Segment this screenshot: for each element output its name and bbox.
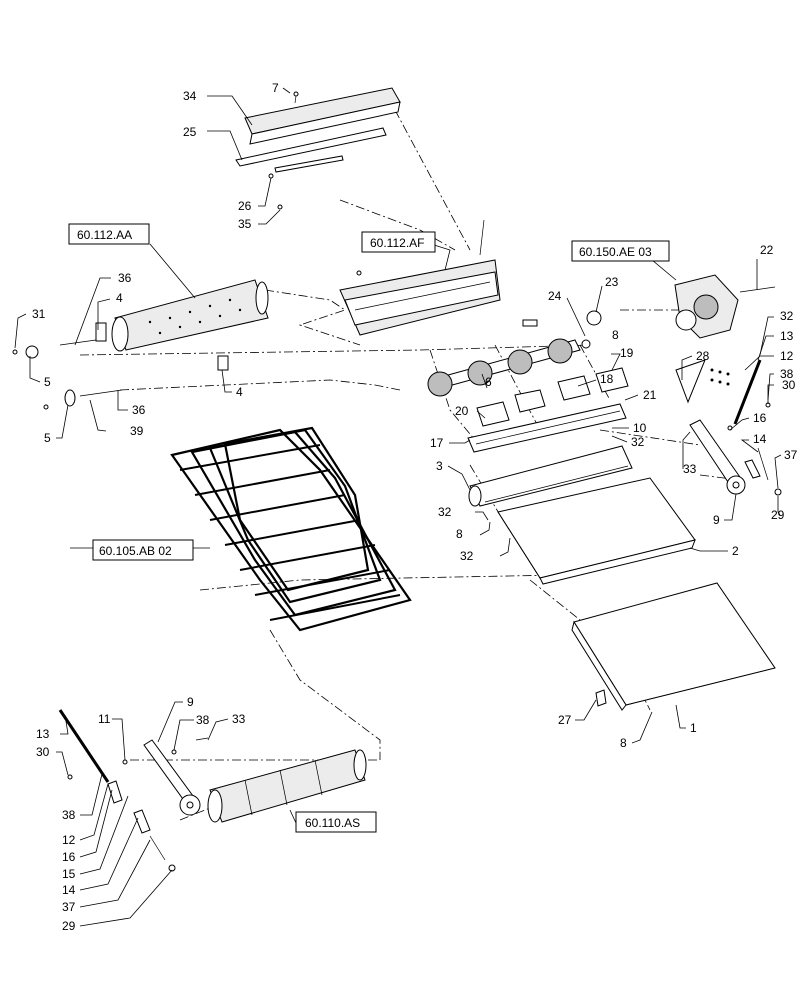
- top-guard-assembly: [235, 87, 401, 210]
- callout-27: 27: [558, 713, 572, 727]
- reference-60-150-ae-03[interactable]: 60.150.AE 03: [571, 240, 670, 262]
- callout-15: 15: [62, 867, 76, 881]
- callout-25: 25: [183, 125, 197, 139]
- callout-21: 21: [643, 388, 657, 402]
- callout-2: 2: [732, 544, 739, 558]
- callout-9: 9: [713, 513, 720, 527]
- callout-29: 29: [771, 508, 785, 522]
- callout-14: 14: [62, 883, 76, 897]
- callout-12: 12: [780, 349, 794, 363]
- callout-9: 9: [187, 695, 194, 709]
- callout-23: 23: [605, 275, 619, 289]
- reference-label: 60.112.AF: [370, 236, 424, 250]
- callout-11: 11: [98, 712, 111, 726]
- callout-32: 32: [460, 549, 474, 563]
- callout-6: 6: [485, 375, 492, 389]
- callout-7: 7: [272, 81, 279, 95]
- callout-13: 13: [780, 329, 794, 343]
- floor-plate: [571, 582, 776, 711]
- callout-10: 10: [633, 421, 647, 435]
- callout-8: 8: [612, 328, 619, 342]
- callout-8: 8: [456, 527, 463, 541]
- cross-member: [468, 445, 633, 507]
- reference-label: 60.105.AB 02: [99, 544, 172, 558]
- callout-numbers: 34 7 25 26 35 22 23 24 36 4 31 5 4 5 36 …: [32, 81, 798, 933]
- callout-33: 33: [683, 462, 697, 476]
- callout-5: 5: [44, 431, 51, 445]
- callout-32: 32: [780, 309, 794, 323]
- callout-30: 30: [36, 745, 50, 759]
- callout-37: 37: [62, 900, 76, 914]
- callout-4: 4: [116, 291, 123, 305]
- callout-29: 29: [62, 919, 76, 933]
- callout-30: 30: [782, 378, 796, 392]
- callout-22: 22: [760, 243, 774, 257]
- reference-60-110-as[interactable]: 60.110.AS: [295, 811, 377, 833]
- callout-16: 16: [62, 850, 76, 864]
- callout-32: 32: [631, 435, 645, 449]
- sprocket-shaft: [427, 310, 602, 397]
- callout-1: 1: [690, 721, 697, 735]
- upper-housing: [339, 219, 538, 336]
- callout-36: 36: [118, 271, 132, 285]
- callout-17: 17: [430, 436, 444, 450]
- callout-18: 18: [600, 372, 614, 386]
- callout-39: 39: [130, 424, 144, 438]
- pan-2: [497, 477, 696, 585]
- slat-conveyor: [170, 426, 412, 632]
- callout-12: 12: [62, 833, 76, 847]
- reference-label: 60.112.AA: [77, 228, 132, 242]
- drive-motor: [674, 274, 776, 339]
- callout-14: 14: [753, 432, 767, 446]
- callout-28: 28: [696, 349, 710, 363]
- reference-label: 60.150.AE 03: [579, 245, 652, 259]
- callout-38: 38: [780, 367, 794, 381]
- callout-26: 26: [238, 199, 252, 213]
- callout-3: 3: [436, 459, 443, 473]
- callout-34: 34: [183, 89, 197, 103]
- callout-36: 36: [132, 403, 146, 417]
- callout-32: 32: [438, 505, 452, 519]
- reference-60-112-af[interactable]: 60.112.AF: [361, 231, 436, 253]
- callout-37: 37: [784, 448, 798, 462]
- reference-60-112-aa[interactable]: 60.112.AA: [68, 223, 150, 245]
- callout-38: 38: [196, 713, 210, 727]
- lower-roller: [58, 709, 367, 872]
- reference-label: 60.110.AS: [305, 816, 360, 830]
- callout-19: 19: [620, 346, 634, 360]
- callout-35: 35: [238, 217, 252, 231]
- callout-20: 20: [455, 404, 469, 418]
- right-tensioner: [675, 359, 782, 496]
- callout-5: 5: [44, 375, 51, 389]
- callout-38: 38: [62, 808, 76, 822]
- callout-31: 31: [32, 307, 46, 321]
- callout-13: 13: [36, 727, 50, 741]
- callout-24: 24: [548, 289, 562, 303]
- left-roller: [12, 279, 269, 410]
- wear-plates: [467, 367, 629, 453]
- callout-8: 8: [620, 736, 627, 750]
- reference-60-105-ab-02[interactable]: 60.105.AB 02: [92, 539, 194, 561]
- callout-16: 16: [753, 411, 767, 425]
- callout-4: 4: [236, 385, 243, 399]
- callout-33: 33: [232, 712, 246, 726]
